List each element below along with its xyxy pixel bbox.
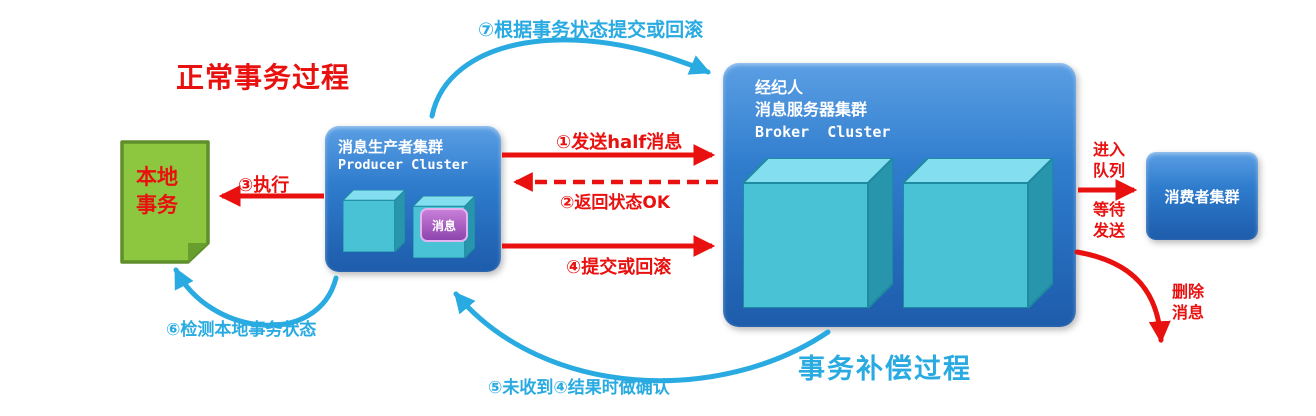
producer-cube-1 [343, 190, 405, 252]
arrow-step6 [173, 267, 339, 328]
arrow-delete-message [1074, 249, 1171, 344]
label-step7: ⑦根据事务状态提交或回滚 [478, 19, 704, 41]
title-normal-process: 正常事务过程 [176, 61, 351, 94]
label-enqueue: 进入 队列 [1093, 140, 1126, 180]
broker-name-en: Broker Cluster [755, 123, 891, 141]
broker-name-cn: 消息服务器集群 [755, 100, 868, 119]
label-step3: ③执行 [238, 175, 290, 196]
consumer-cluster-box: 消费者集群 [1146, 152, 1258, 240]
local-transaction-label: 本地 事务 [136, 165, 178, 218]
consumer-label: 消费者集群 [1164, 187, 1240, 206]
label-step5: ⑤未收到④结果时做确认 [488, 378, 670, 398]
arrow-step7 [429, 37, 711, 119]
broker-cube-1 [743, 158, 893, 308]
producer-name-cn: 消息生产者集群 [338, 138, 444, 156]
broker-cube-2 [903, 158, 1053, 308]
label-step1: ①发送half消息 [556, 132, 683, 153]
title-compensation-process: 事务补偿过程 [798, 354, 972, 385]
broker-role-cn: 经纪人 [755, 78, 804, 97]
label-step6: ⑥检测本地事务状态 [166, 320, 317, 340]
local-transaction-note [120, 140, 210, 264]
label-step2: ②返回状态OK [560, 193, 671, 213]
label-delete-message: 删除 消息 [1172, 282, 1205, 322]
message-badge: 消息 [420, 208, 468, 242]
label-step4: ④提交或回滚 [566, 257, 672, 278]
producer-name-en: Producer Cluster [338, 157, 469, 173]
label-wait-send: 等待 发送 [1093, 200, 1126, 240]
